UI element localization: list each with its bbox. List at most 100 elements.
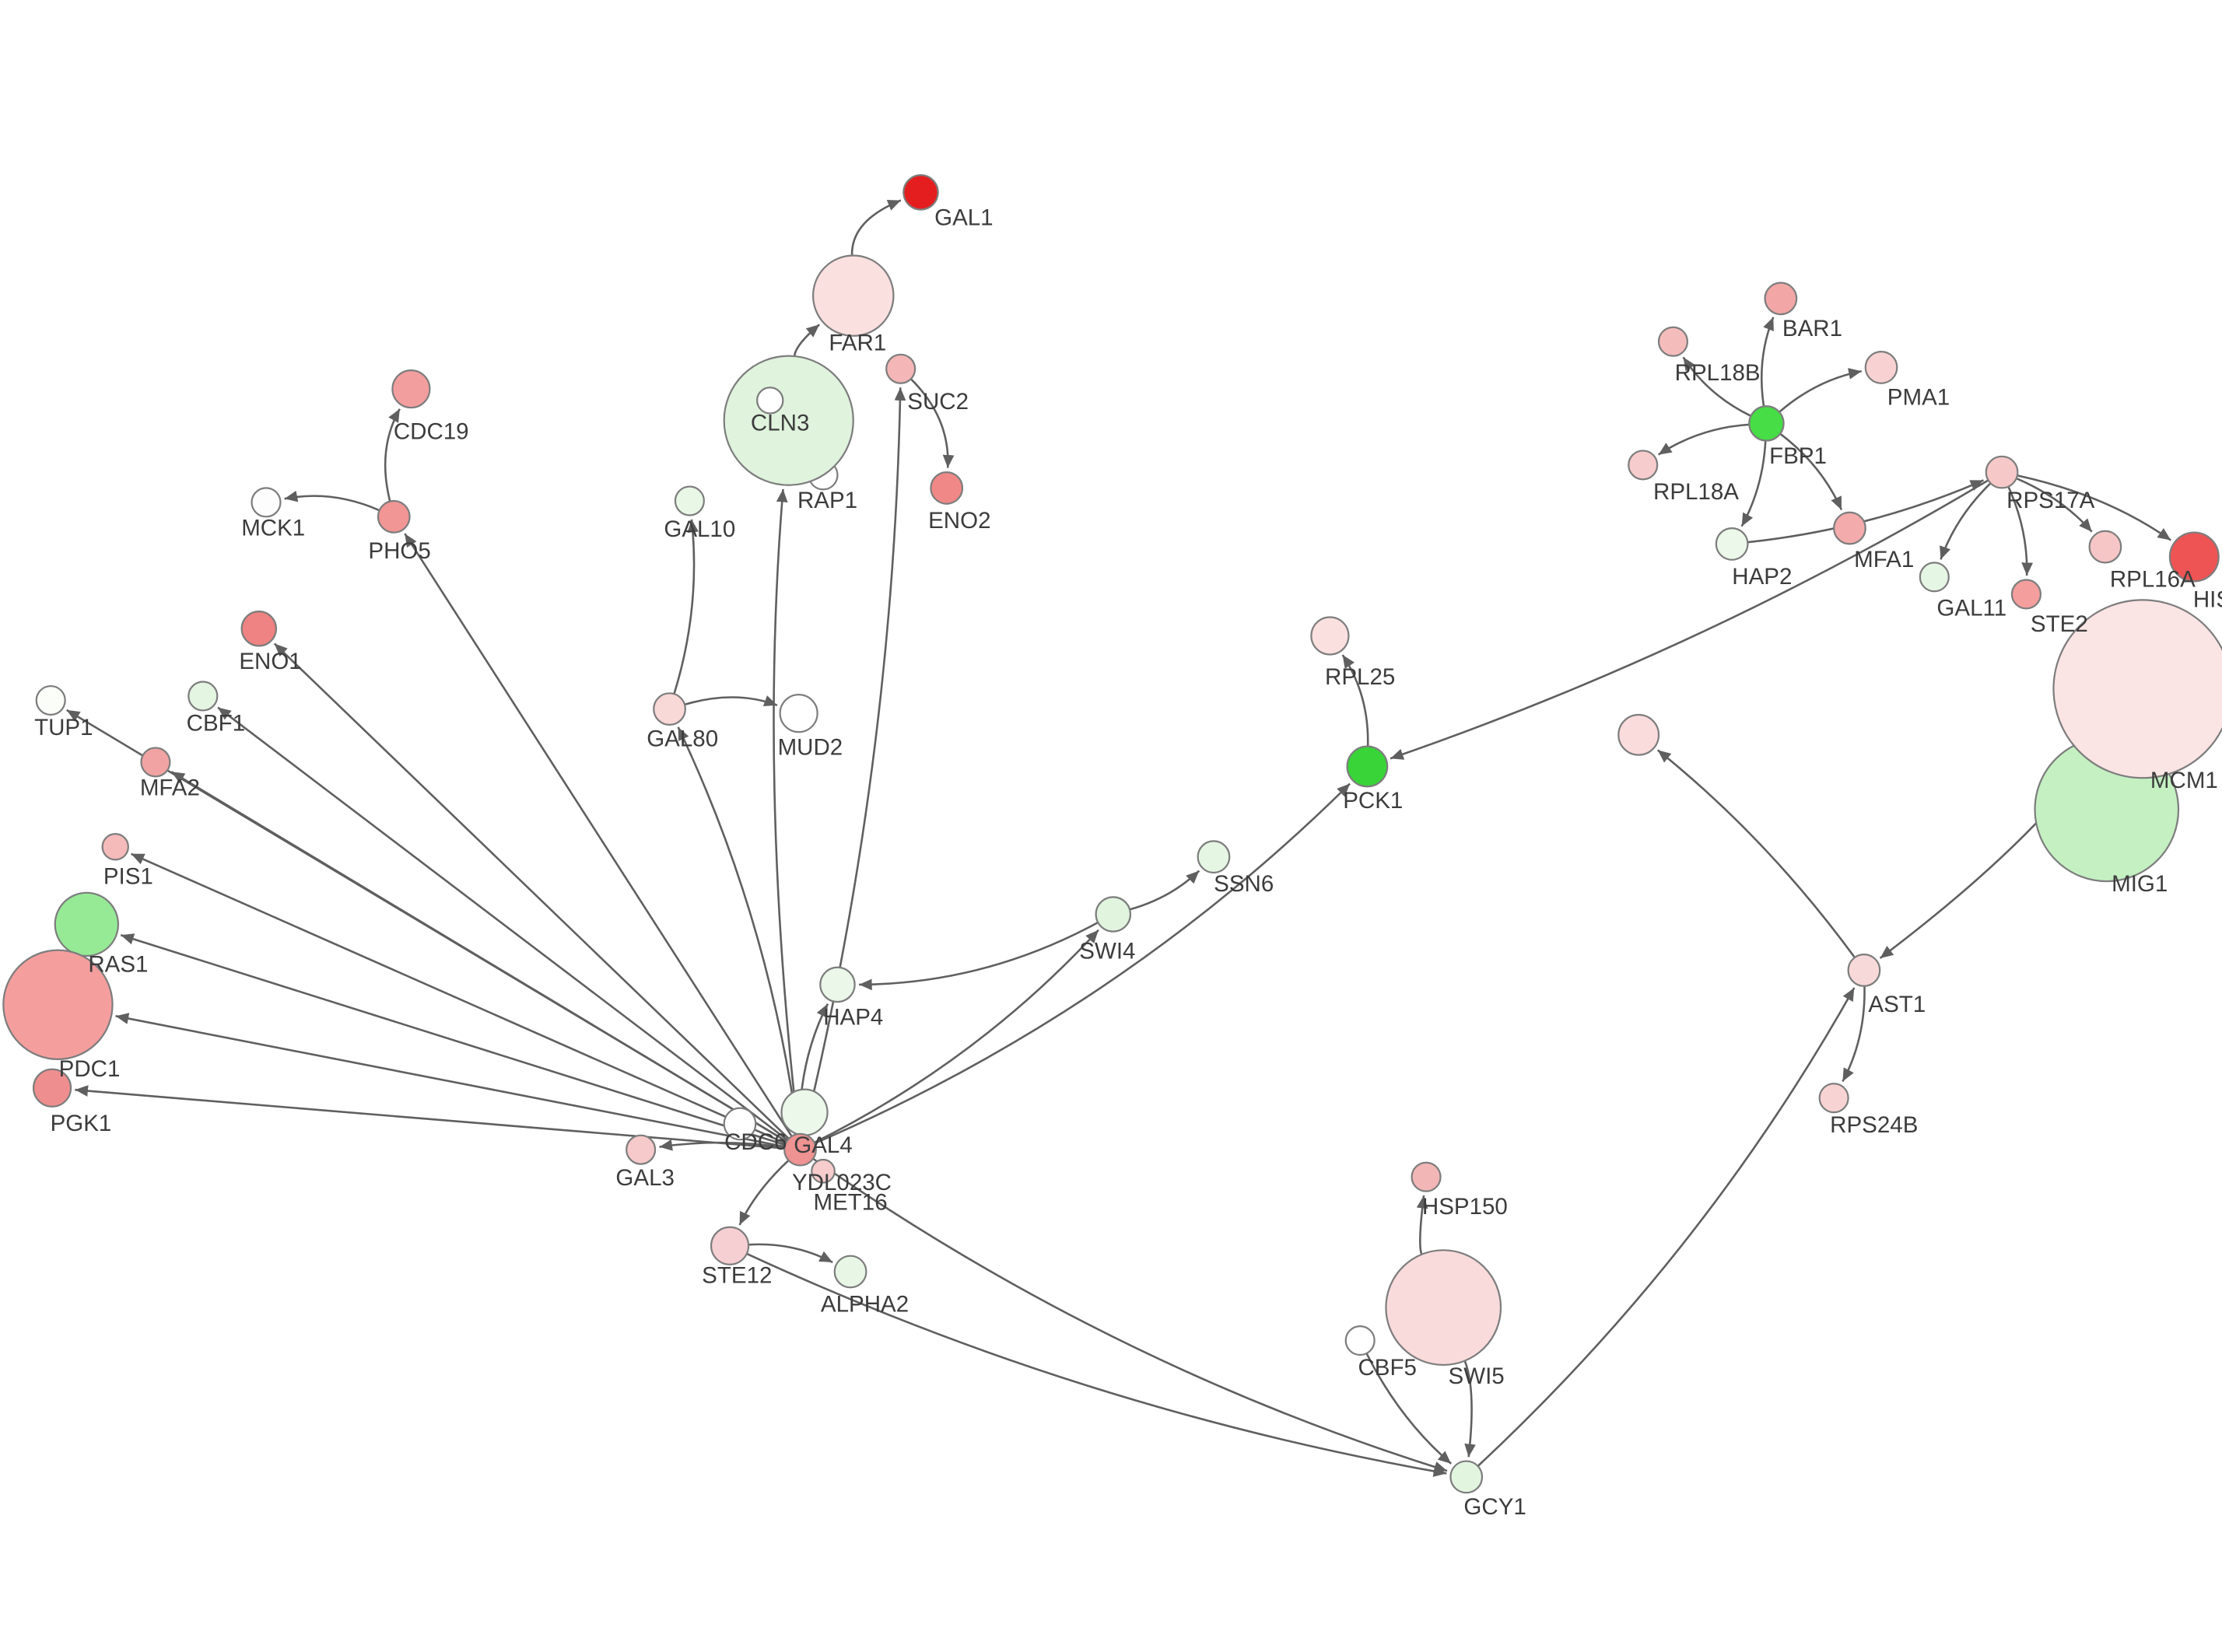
node-CBF1[interactable] [188, 681, 219, 712]
node-PDC1[interactable] [2, 949, 114, 1060]
edge-RPS17A-STE2[interactable] [2007, 486, 2033, 576]
edge-GAL4-ENO1[interactable] [273, 642, 790, 1140]
edge-FBP1-RPL18B[interactable] [1682, 356, 1752, 417]
node-FAR1[interactable] [811, 254, 895, 337]
node-label-YDL023C: YDL023C [792, 1170, 892, 1195]
edge-GAL4-GAL3[interactable] [659, 1139, 785, 1151]
node-GAL1[interactable] [902, 174, 939, 211]
node-HSP150[interactable] [1411, 1161, 1442, 1192]
edge-GAL4-RAS1[interactable] [120, 933, 786, 1146]
node-ALPHA2[interactable] [833, 1255, 867, 1289]
edge-SWI4-HAP4[interactable] [859, 921, 1099, 991]
edge-GAL4-MFA2[interactable] [170, 771, 787, 1143]
edge-STE12-ALPHA2[interactable] [748, 1243, 833, 1264]
node-GAL10[interactable] [674, 485, 705, 516]
node-ENO1[interactable] [240, 611, 278, 647]
node-HAP4[interactable] [819, 966, 856, 1003]
node-RPL16A[interactable] [2088, 530, 2122, 564]
node-HAP2[interactable] [1715, 527, 1749, 561]
node-CBF5[interactable] [1344, 1325, 1376, 1356]
node-GAL3[interactable] [626, 1134, 657, 1165]
node-RAS1[interactable] [54, 891, 120, 957]
node-N2[interactable] [1617, 713, 1660, 756]
edge-GAL4-PCK1[interactable] [814, 782, 1351, 1145]
edge-GAL4-GCY1[interactable] [812, 1157, 1448, 1473]
edge-FBP1-RPL18A[interactable] [1657, 423, 1750, 456]
edge-AST1-N2[interactable] [1656, 749, 1856, 958]
node-GAL80[interactable] [653, 692, 686, 726]
edge-GAL4-PDC1[interactable] [115, 1013, 785, 1148]
edge-GAL4-STE12[interactable] [738, 1160, 790, 1226]
node-CDC19[interactable] [391, 369, 431, 409]
node-SWI4[interactable] [1095, 896, 1132, 933]
node-MFA1[interactable] [1833, 511, 1866, 545]
node-SSN6[interactable] [1197, 840, 1231, 874]
node-GAL11[interactable] [1919, 562, 1950, 593]
edge-SWI4-SSN6[interactable] [1129, 870, 1200, 911]
node-STE12[interactable] [710, 1226, 750, 1265]
node-SUC2[interactable] [885, 353, 916, 384]
edge-FBP1-HAP2[interactable] [1740, 440, 1767, 527]
edge-PCK1-RPL25[interactable] [1341, 654, 1369, 747]
edge-GAL4-SUC2[interactable] [803, 387, 906, 1135]
node-MET16[interactable] [811, 1158, 836, 1184]
node-RPS24B[interactable] [1818, 1083, 1849, 1114]
node-BAR1[interactable] [1764, 282, 1798, 316]
edge-CBF5-GCY1[interactable] [1365, 1353, 1453, 1465]
edge-FBP1-MFA1[interactable] [1779, 432, 1843, 510]
node-PGK1[interactable] [32, 1068, 72, 1108]
edge-SWI5-GCY1[interactable] [1463, 1360, 1476, 1458]
edge-SUC2-ENO2[interactable] [909, 378, 955, 468]
node-AST1[interactable] [1847, 954, 1881, 987]
node-RPL25[interactable] [1310, 616, 1350, 656]
node-MCK1[interactable] [251, 487, 282, 518]
edge-RPS17A-PCK1[interactable] [1390, 479, 1989, 760]
edge-RPS17A-GAL11[interactable] [1940, 482, 1992, 560]
node-MUD2[interactable] [779, 694, 818, 733]
edge-HAP2-RPS17A[interactable] [1747, 479, 1984, 544]
node-MCM1[interactable] [2052, 599, 2222, 779]
node-RPS17A[interactable] [1985, 455, 2019, 489]
edge-GAL4-CLN3[interactable] [773, 488, 800, 1135]
edge-RPS17A-HIS4[interactable] [2017, 474, 2171, 541]
node-FBP1[interactable] [1748, 405, 1785, 442]
edge-AST1-RPS24B[interactable] [1842, 985, 1866, 1083]
edge-STE12-GCY1[interactable] [746, 1252, 1447, 1477]
node-PIS1[interactable] [101, 833, 129, 861]
edge-GAL80-MUD2[interactable] [684, 695, 778, 707]
node-PCK1[interactable] [1346, 745, 1389, 788]
node-ENO2[interactable] [930, 471, 964, 505]
node-TUP1[interactable] [35, 684, 66, 716]
edge-FAR1-GAL1[interactable] [850, 199, 902, 256]
node-HIS4[interactable] [2168, 531, 2220, 583]
node-SWI5[interactable] [1385, 1249, 1502, 1367]
edge-GAL4-PIS1[interactable] [131, 852, 787, 1145]
node-GCY1[interactable] [1449, 1460, 1484, 1494]
edge-PHO5-CDC19[interactable] [384, 408, 401, 502]
node-STE2[interactable] [2010, 579, 2042, 610]
edge-CLN3-FAR1[interactable] [793, 324, 821, 357]
node-YDL023C[interactable] [780, 1088, 829, 1136]
edge-GAL4-PGK1[interactable] [75, 1085, 785, 1150]
edge-FBP1-BAR1[interactable] [1760, 317, 1775, 407]
edge-GAL4-PHO5[interactable] [404, 533, 793, 1137]
node-CLN3[interactable] [723, 355, 854, 486]
edge-SWI5-HSP150[interactable] [1416, 1195, 1428, 1255]
node-PMA1[interactable] [1864, 351, 1898, 384]
edge-GAL4-CBF1[interactable] [217, 706, 789, 1141]
edge-PHO5-MCK1[interactable] [284, 490, 380, 512]
node-CDC6[interactable] [723, 1107, 757, 1141]
edge-FBP1-PMA1[interactable] [1779, 368, 1862, 413]
edge-GCY1-AST1[interactable] [1477, 987, 1856, 1467]
node-RPL18A[interactable] [1628, 450, 1659, 481]
node-N1[interactable] [756, 387, 784, 415]
node-GAL4[interactable] [783, 1132, 817, 1167]
node-RPL18B[interactable] [1657, 326, 1689, 357]
edge-RPS17A-RPL16A[interactable] [2016, 477, 2093, 533]
edge-GAL80-GAL10[interactable] [673, 519, 699, 695]
edge-GAL4-GAL80[interactable] [677, 726, 799, 1135]
node-PHO5[interactable] [377, 499, 411, 534]
node-MFA2[interactable] [140, 747, 171, 778]
edge-GAL4-SWI4[interactable] [813, 929, 1099, 1144]
